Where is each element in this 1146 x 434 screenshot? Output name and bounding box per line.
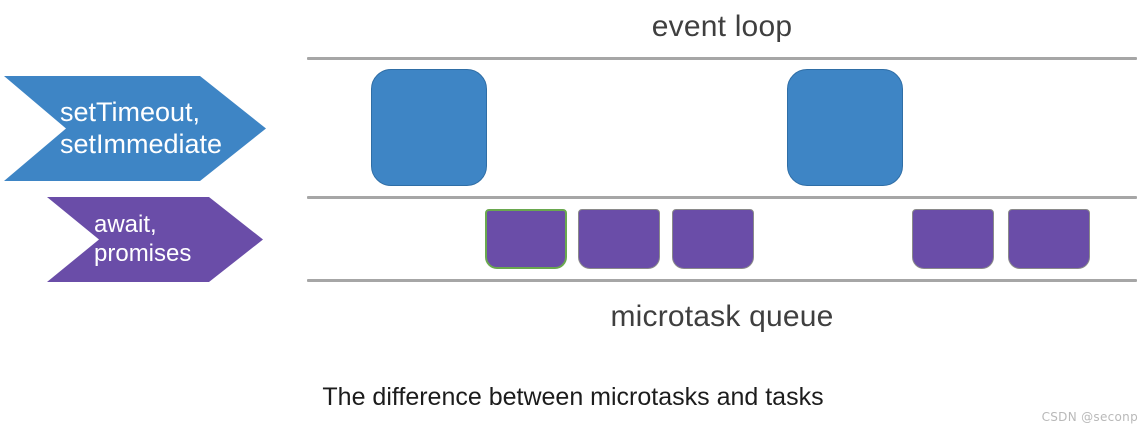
microtask-box [912, 209, 994, 269]
legend-chevron-microtask-label: await, promises [94, 211, 192, 267]
legend-chevron-macrotask: setTimeout, setImmediate [4, 76, 266, 181]
lane-rule-bottom [307, 279, 1137, 282]
legend-chevron-microtask: await, promises [47, 197, 263, 282]
lane-rule-top [307, 57, 1137, 60]
event-loop-title: event loop [651, 10, 793, 43]
lane-rule-middle [307, 196, 1137, 199]
task-box [371, 69, 487, 186]
microtask-box [578, 209, 660, 269]
task-box [787, 69, 903, 186]
diagram-caption: The difference between microtasks and ta… [322, 383, 824, 411]
legend-chevron-macrotask-label: setTimeout, setImmediate [60, 96, 223, 159]
csdn-watermark: CSDN @seconp [1041, 410, 1138, 424]
microtask-box [672, 209, 754, 269]
microtask-box [1008, 209, 1090, 269]
microtask-queue-title: microtask queue [610, 300, 834, 333]
microtask-box [485, 209, 567, 269]
